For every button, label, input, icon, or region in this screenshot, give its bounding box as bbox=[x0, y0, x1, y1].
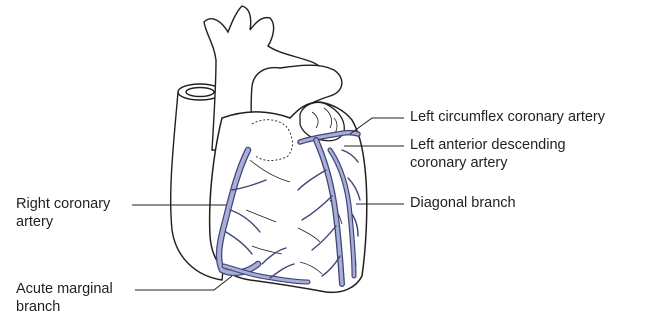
label-line: coronary artery bbox=[410, 154, 566, 172]
label-right-coronary-artery: Right coronary artery bbox=[16, 195, 110, 231]
label-line: Diagonal branch bbox=[410, 194, 516, 212]
label-left-circumflex-coronary-artery: Left circumflex coronary artery bbox=[410, 108, 605, 126]
label-line: Left circumflex coronary artery bbox=[410, 108, 605, 126]
label-acute-marginal-branch: Acute marginal branch bbox=[16, 280, 113, 316]
label-left-anterior-descending-coronary-artery: Left anterior descending coronary artery bbox=[410, 136, 566, 172]
label-line: artery bbox=[16, 213, 110, 231]
label-line: branch bbox=[16, 298, 113, 316]
label-line: Right coronary bbox=[16, 195, 110, 213]
label-diagonal-branch: Diagonal branch bbox=[410, 194, 516, 212]
label-line: Acute marginal bbox=[16, 280, 113, 298]
label-line: Left anterior descending bbox=[410, 136, 566, 154]
